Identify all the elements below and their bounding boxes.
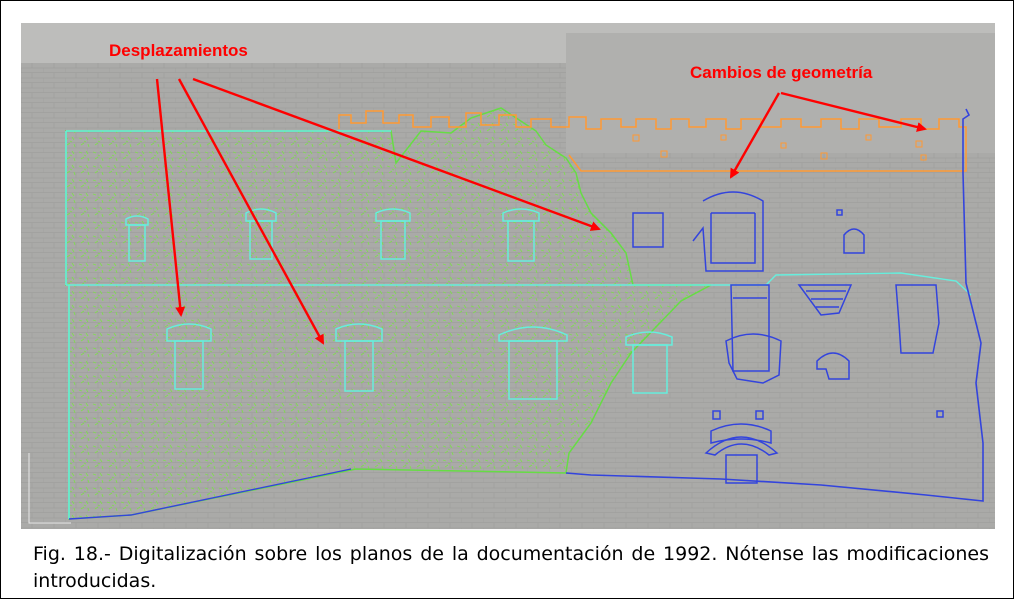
window-lower-3 <box>498 326 568 400</box>
arrow-geometry-1 <box>729 92 781 179</box>
arrow-geometry-2 <box>780 91 927 132</box>
annotation-geometry-changes: Cambios de geometría <box>690 63 873 82</box>
arrow-displacement-1 <box>155 78 186 317</box>
blue-outline <box>565 108 984 502</box>
window-upper-1 <box>125 215 149 262</box>
window-upper-3 <box>375 208 411 260</box>
figure-caption: Fig. 18.- Digitalización sobre los plano… <box>33 543 989 592</box>
facade-digitization-figure: Desplazamientos Cambios de geometría <box>21 23 995 529</box>
annotation-displacements: Desplazamientos <box>109 41 248 60</box>
window-lower-2 <box>335 323 383 392</box>
facade-drawing <box>21 23 995 529</box>
window-upper-4 <box>502 208 540 262</box>
window-lower-1 <box>166 323 212 390</box>
arrow-displacement-3 <box>192 77 601 231</box>
window-lower-4 <box>625 331 673 394</box>
arrow-displacement-2 <box>177 78 325 345</box>
orange-crenellation <box>338 110 967 172</box>
window-upper-2 <box>245 208 277 260</box>
